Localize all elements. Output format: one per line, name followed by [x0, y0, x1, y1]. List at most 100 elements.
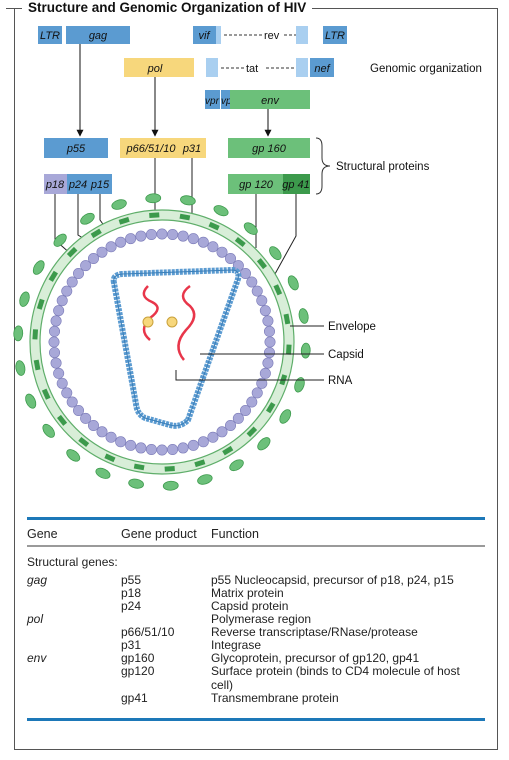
- protein-p24-box: [67, 174, 90, 194]
- table-row-function: Reverse transcriptase/RNase/protease: [211, 625, 418, 639]
- matrix-bead: [135, 442, 147, 454]
- gene-vpr-label: vpr: [205, 96, 220, 107]
- spike-gp120: [180, 195, 196, 206]
- table-row-function: Transmembrane protein: [211, 691, 339, 705]
- table-row-function: Capsid protein: [211, 599, 289, 613]
- figure-title: Structure and Genomic Organization of HI…: [22, 0, 313, 15]
- protein-p18-box: [44, 174, 67, 194]
- spike-gp41: [179, 213, 191, 221]
- table-row-function: Surface protein (binds to CD4 molecule o…: [211, 664, 460, 692]
- matrix-bead: [115, 436, 127, 448]
- spike-gp41: [208, 221, 220, 231]
- matrix-bead: [49, 347, 61, 359]
- matrix-bead: [251, 285, 263, 297]
- gene-nef-label: nef: [314, 63, 330, 75]
- hiv-diagram: LTR gag vif rev LTR pol tat nef Genomic …: [13, 26, 482, 491]
- spike-gp41: [283, 313, 291, 325]
- virion: [13, 193, 311, 491]
- gene-ltr-left-label: LTR: [40, 30, 60, 42]
- matrix-bead: [187, 233, 199, 245]
- matrix-bead: [73, 267, 85, 279]
- matrix-bead: [49, 325, 61, 337]
- matrix-bead: [207, 241, 219, 253]
- header-function: Function: [211, 527, 259, 541]
- table-row-function: p55 Nucleocapsid, precursor of p18, p24,…: [211, 573, 454, 587]
- table-row-product: p18: [121, 586, 142, 600]
- table-top-rule: [27, 517, 485, 520]
- label-rna: RNA: [328, 375, 353, 387]
- matrix-bead: [256, 295, 268, 307]
- matrix-bead: [259, 367, 271, 379]
- protein-p18-label: p18: [45, 179, 65, 191]
- gene-gag-label: gag: [89, 30, 108, 42]
- spike-gp120: [300, 342, 311, 359]
- matrix-bead: [197, 236, 209, 248]
- spike-gp120: [15, 360, 26, 376]
- matrix-bead: [105, 431, 117, 443]
- spike-gp41: [234, 236, 246, 248]
- matrix-bead: [48, 336, 60, 348]
- matrix-bead: [187, 439, 199, 451]
- gene-ltr-left-box: [38, 26, 62, 44]
- gene-pol-box: [124, 58, 194, 77]
- protein-p31-label: p31: [182, 143, 201, 155]
- spike-gp120: [80, 212, 95, 225]
- matrix-bead: [96, 246, 108, 258]
- spike-gp120: [213, 205, 229, 217]
- protein-p15-box: [90, 174, 112, 194]
- matrix-bead: [61, 387, 73, 399]
- spike-gp41: [194, 459, 206, 468]
- spike-gp120: [32, 260, 45, 275]
- spike-gp41: [90, 228, 102, 239]
- integrase-dot-2: [166, 316, 178, 328]
- matrix-bead: [96, 426, 108, 438]
- spike-gp41: [104, 453, 116, 463]
- matrix-bead: [156, 228, 168, 240]
- spike-gp120: [197, 474, 213, 485]
- matrix-bead: [156, 444, 168, 456]
- matrix-bead: [246, 396, 258, 408]
- matrix-bead: [251, 387, 263, 399]
- spike-gp41: [265, 402, 276, 414]
- header-gene-product: Gene product: [121, 527, 197, 541]
- spike-gp41: [66, 246, 78, 258]
- spike-gp120: [42, 423, 55, 438]
- matrix-bead: [216, 426, 228, 438]
- protein-gp160-box: [228, 138, 310, 158]
- matrix-bead: [125, 233, 137, 245]
- gene-env-label: env: [261, 95, 280, 107]
- gene-vif-box: [193, 26, 216, 44]
- spike-gp41: [149, 212, 160, 219]
- table-row-product: gp160: [121, 651, 155, 665]
- matrix-bead: [87, 253, 99, 265]
- spike-gp41: [32, 329, 39, 340]
- matrix-bead: [246, 276, 258, 288]
- spike-gp41: [33, 359, 41, 371]
- matrix-bead: [177, 442, 189, 454]
- gene-vpu-label: vpu: [221, 96, 238, 107]
- matrix-bead: [197, 436, 209, 448]
- protein-p66-box: [120, 138, 206, 158]
- matrix-bead: [239, 405, 251, 417]
- spike-gp120: [13, 325, 24, 342]
- matrix-bead: [56, 377, 68, 389]
- matrix-bead: [167, 229, 179, 241]
- matrix-bead: [216, 246, 228, 258]
- protein-p55-label: p55: [66, 143, 86, 155]
- matrix-bead: [87, 419, 99, 431]
- matrix-bead: [125, 439, 137, 451]
- rev-exon-1: [216, 26, 221, 44]
- protein-p55-box: [44, 138, 108, 158]
- table-row-product: p31: [121, 638, 142, 652]
- table-row-gene: pol: [27, 612, 44, 626]
- tat-exon-1: [206, 58, 218, 77]
- spike-gp41: [48, 270, 59, 282]
- matrix-bead: [167, 443, 179, 455]
- spike-gp120: [53, 233, 67, 247]
- matrix-bead: [50, 315, 62, 327]
- table-row-function: Polymerase region: [211, 612, 312, 626]
- protein-gp160-label: gp 160: [252, 143, 287, 155]
- table-row-product: p24: [121, 599, 142, 613]
- matrix-bead: [256, 377, 268, 389]
- structural-proteins-label: Structural proteins: [336, 161, 430, 173]
